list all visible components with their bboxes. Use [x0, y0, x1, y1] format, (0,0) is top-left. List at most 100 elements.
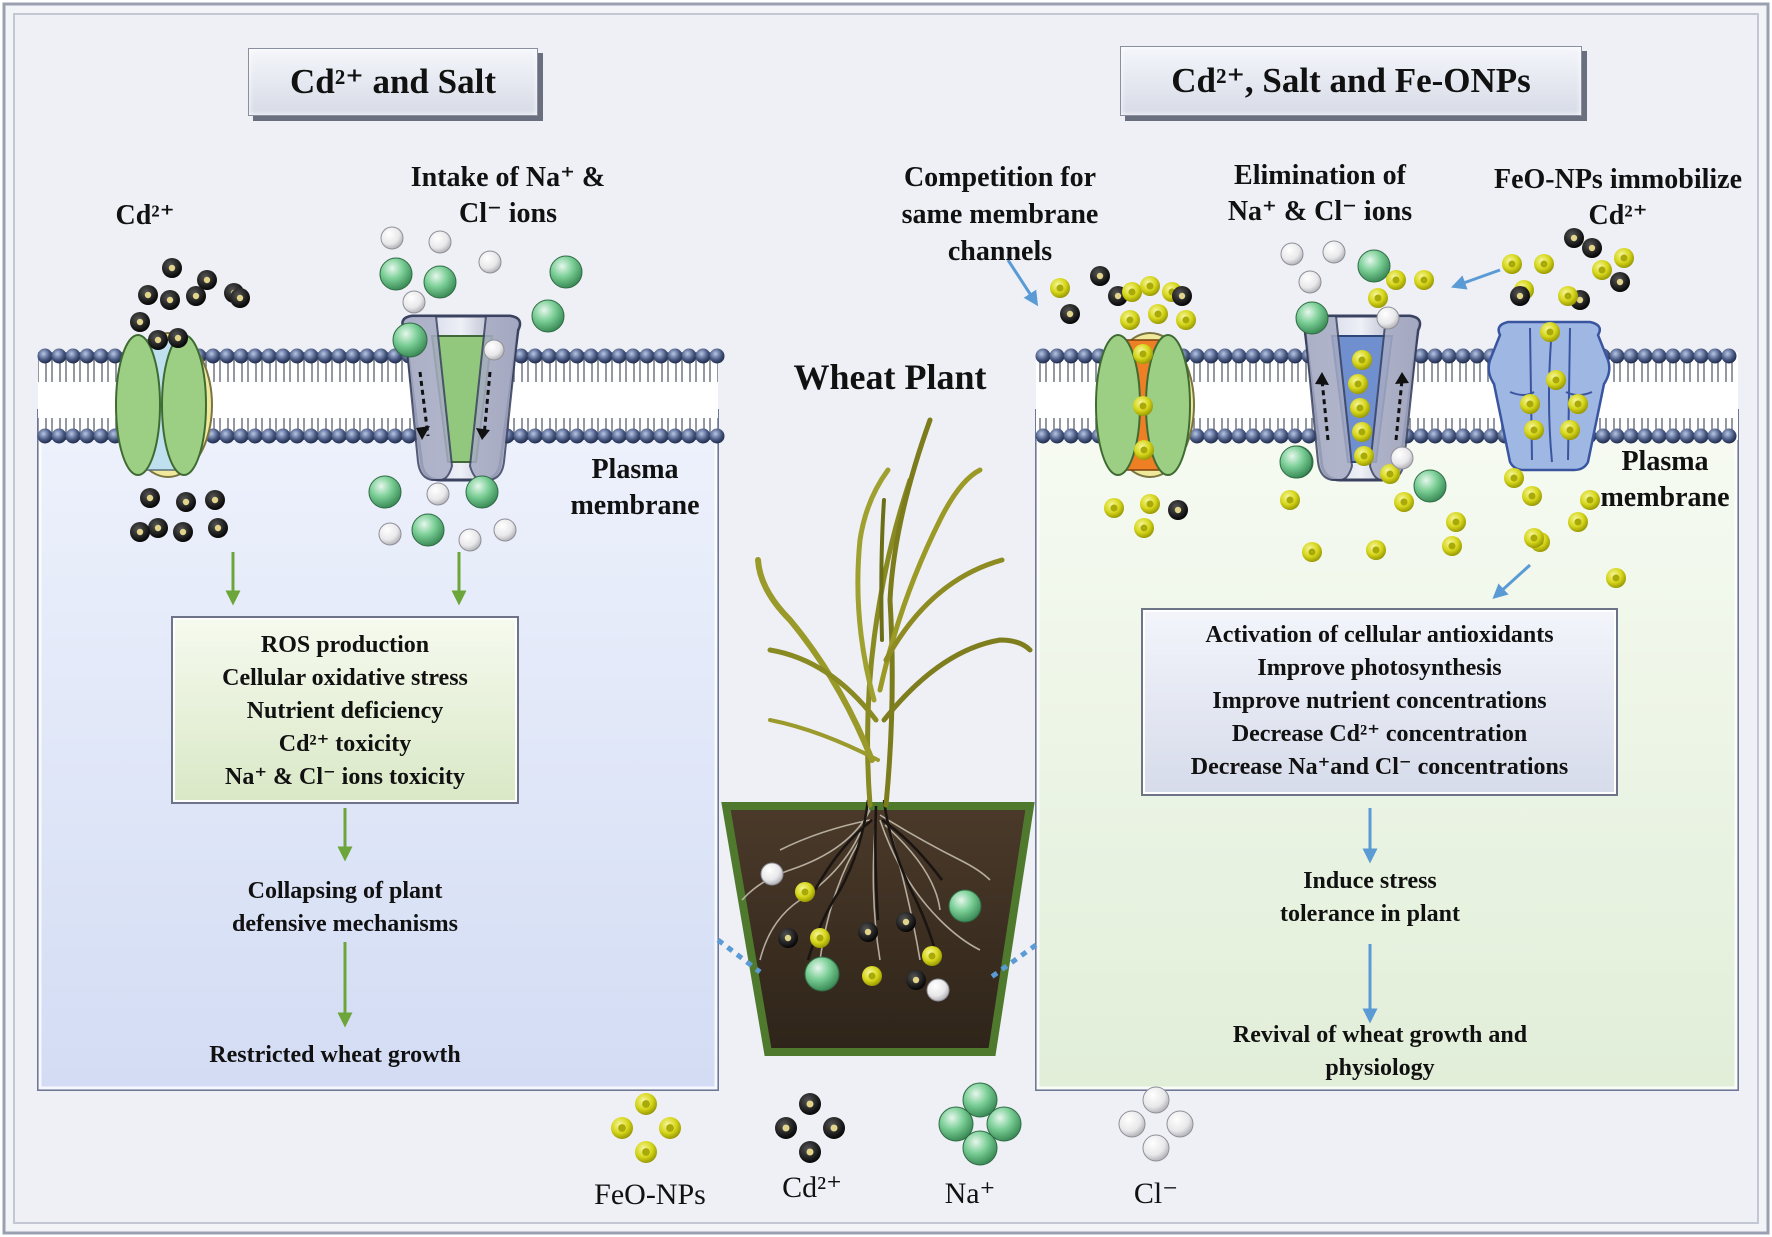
cd-core — [864, 928, 872, 936]
phospholipid-head — [1217, 428, 1233, 444]
phospholipid-head — [1427, 428, 1443, 444]
intake-label-line2: Cl⁻ ions — [458, 198, 558, 229]
feonp-core — [1286, 496, 1294, 504]
na-particle — [1279, 445, 1313, 479]
right-membrane-label-line1: Plasma — [1621, 446, 1709, 477]
feonp-core — [1552, 376, 1560, 384]
phospholipid-head — [1049, 428, 1065, 444]
cd-core — [1588, 244, 1596, 252]
intake-label-line1: Intake of Na⁺ & — [410, 162, 606, 193]
immobilize-line1: FeO-NPs immobilize — [1493, 164, 1743, 195]
cl-particle — [1142, 1134, 1170, 1162]
feonp-core — [1508, 260, 1516, 268]
phospholipid-head — [1189, 428, 1205, 444]
phospholipid-head — [1427, 348, 1443, 364]
feonp-core — [1586, 496, 1594, 504]
na-particle — [392, 322, 428, 358]
phospholipid-head — [93, 428, 109, 444]
phospholipid-head — [1259, 428, 1275, 444]
phospholipid-head — [303, 348, 319, 364]
feonp-core — [666, 1124, 674, 1132]
phospholipid-head — [37, 428, 53, 444]
phospholipid-head — [1637, 428, 1653, 444]
feonp-core — [868, 972, 876, 980]
na-particle — [465, 475, 499, 509]
cd-core — [1096, 272, 1104, 280]
left-effect-5: Na⁺ & Cl⁻ ions toxicity — [225, 764, 465, 790]
phospholipid-head — [1693, 348, 1709, 364]
revival-line2: physiology — [1325, 1055, 1435, 1081]
feonp-core — [1126, 316, 1134, 324]
phospholipid-head — [639, 348, 655, 364]
phospholipid-head — [541, 428, 557, 444]
wheat-pot — [721, 802, 1035, 1056]
feonp-core — [1140, 446, 1148, 454]
na-particle — [411, 513, 445, 547]
phospholipid-head — [611, 348, 627, 364]
feonp-core — [618, 1124, 626, 1132]
phospholipid-head — [1609, 428, 1625, 444]
phospholipid-head — [555, 348, 571, 364]
feonp-core — [1154, 310, 1162, 318]
cd-core — [1616, 278, 1624, 286]
phospholipid-head — [527, 348, 543, 364]
cd-core — [784, 934, 792, 942]
legend-cd-label: Cd²⁺ — [782, 1171, 842, 1204]
phospholipid-head — [1259, 348, 1275, 364]
phospholipid-head — [667, 348, 683, 364]
cd-core — [236, 294, 244, 302]
competition-line2: same membrane — [901, 199, 1099, 230]
cl-particle — [1166, 1110, 1194, 1138]
phospholipid-head — [1273, 428, 1289, 444]
phospholipid-head — [373, 348, 389, 364]
cl-particle — [458, 528, 482, 552]
phospholipid-head — [1035, 428, 1051, 444]
feonp-core — [928, 952, 936, 960]
phospholipid-head — [583, 428, 599, 444]
right-effect-3: Improve nutrient concentrations — [1212, 688, 1547, 714]
feonp-core — [1530, 534, 1538, 542]
phospholipid-head — [247, 428, 263, 444]
phospholipid-head — [681, 348, 697, 364]
feonp-core — [1574, 518, 1582, 526]
phospholipid-head — [79, 348, 95, 364]
cd-core — [902, 918, 910, 926]
feonp-core — [1356, 404, 1364, 412]
arrow-immobilize — [1450, 268, 1501, 290]
elimination-line2: Na⁺ & Cl⁻ ions — [1227, 196, 1413, 227]
feonp-core — [1360, 452, 1368, 460]
cd-core — [154, 336, 162, 344]
feonp-core — [1564, 292, 1572, 300]
left-cd-channel — [115, 332, 213, 478]
left-effect-4: Cd²⁺ toxicity — [278, 731, 412, 757]
phospholipid-head — [625, 428, 641, 444]
feonp-core — [1400, 498, 1408, 506]
feonp-core — [1056, 284, 1064, 292]
cd-label: Cd²⁺ — [115, 200, 175, 231]
left-effect-3: Nutrient deficiency — [246, 698, 444, 724]
legend-cl-label: Cl⁻ — [1133, 1177, 1179, 1210]
phospholipid-head — [695, 348, 711, 364]
right-effects-box — [1141, 608, 1618, 796]
na-particle — [948, 889, 982, 923]
cl-particle — [1390, 446, 1414, 470]
phospholipid-head — [1077, 348, 1093, 364]
phospholipid-head — [1287, 428, 1303, 444]
cd-core — [211, 496, 219, 504]
arrow-to-right-effects — [1492, 563, 1532, 600]
phospholipid-head — [1721, 428, 1737, 444]
tolerance-line1: Induce stress — [1303, 868, 1437, 894]
phospholipid-head — [79, 428, 95, 444]
phospholipid-head — [1203, 348, 1219, 364]
feonp-core — [1139, 350, 1147, 358]
legend-na-label: Na⁺ — [944, 1177, 996, 1210]
phospholipid-head — [275, 348, 291, 364]
phospholipid-head — [1441, 348, 1457, 364]
phospholipid-head — [345, 428, 361, 444]
cl-particle — [1322, 240, 1346, 264]
wheat-plant-title: Wheat Plant — [793, 357, 987, 397]
cd-core — [912, 976, 920, 984]
phospholipid-head — [1679, 428, 1695, 444]
cd-core — [174, 334, 182, 342]
right-membrane-label-line2: membrane — [1600, 482, 1730, 513]
